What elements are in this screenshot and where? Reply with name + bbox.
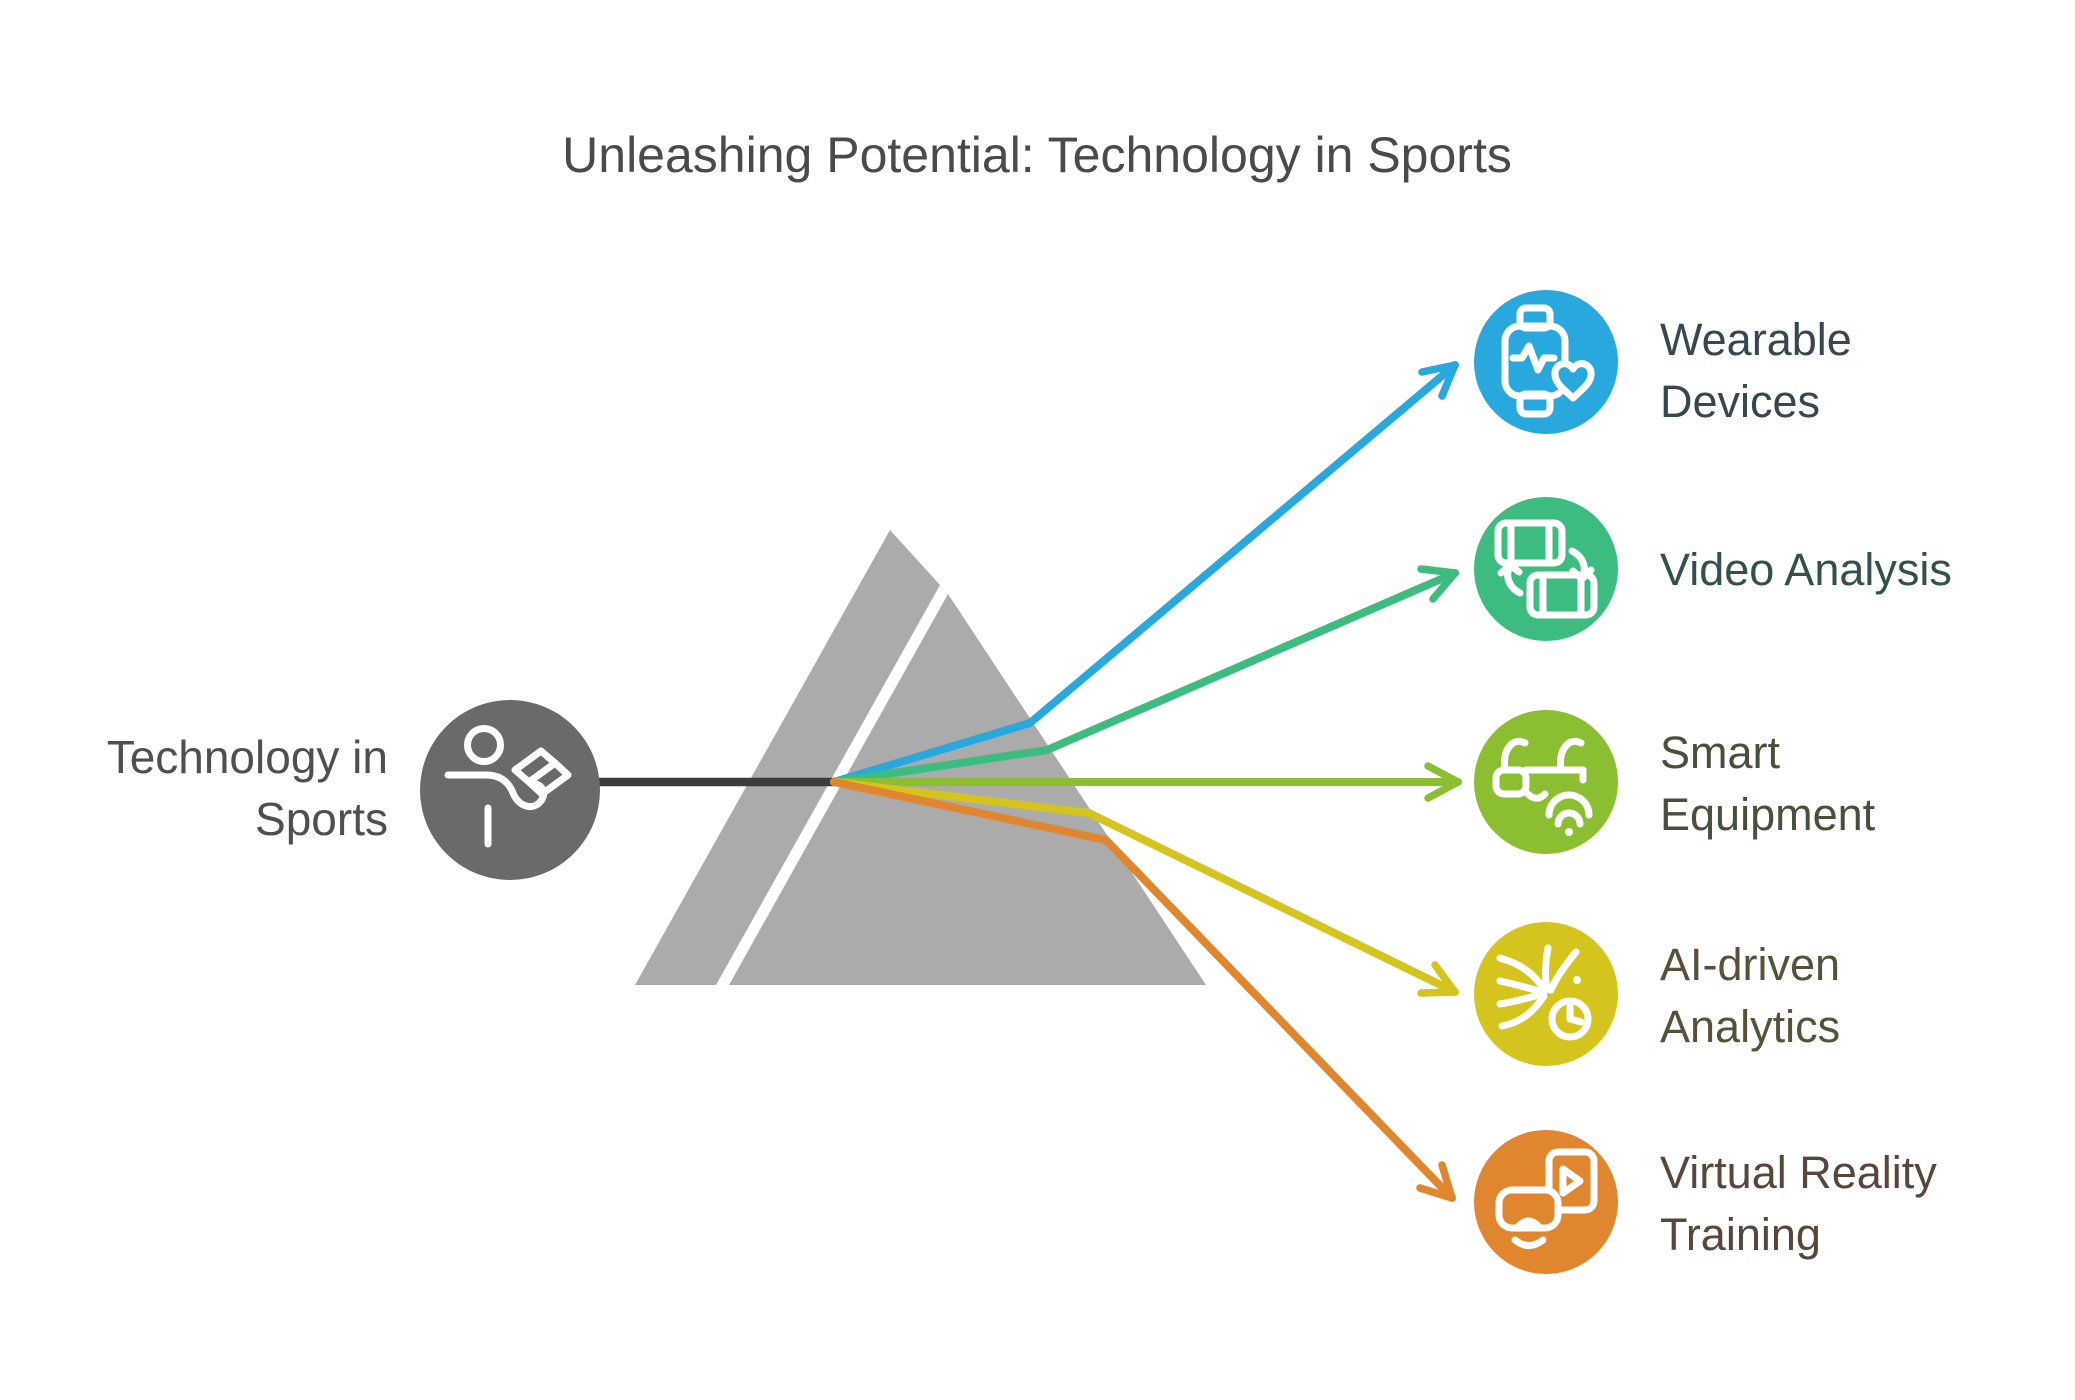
branch-label-wearable-line1: Wearable: [1660, 314, 1852, 365]
person-reading-icon: [444, 725, 572, 848]
arrowhead: [1416, 1161, 1456, 1202]
node-circle: [1474, 497, 1618, 641]
beam-virtual-reality-training: [830, 778, 1456, 1202]
branch-label-wearable-line2: Devices: [1660, 376, 1820, 427]
smartwatch-heart-icon: [1501, 304, 1595, 418]
arrowhead: [1417, 565, 1459, 603]
video-frames-sync-icon: [1494, 519, 1598, 619]
branch-label-vr-line2: Training: [1660, 1209, 1821, 1260]
node-wearable-devices: [1474, 290, 1618, 434]
arrowhead: [1424, 762, 1462, 802]
beam-smart-equipment: [830, 762, 1462, 802]
node-ai-driven-analytics: [1474, 922, 1618, 1066]
prism-right-face: [729, 594, 1206, 985]
arrowhead: [1417, 961, 1459, 997]
prism-left-face: [635, 530, 940, 985]
beam-line: [830, 361, 1459, 786]
source-label-line2: Sports: [255, 793, 388, 845]
node-smart-equipment: [1474, 710, 1618, 854]
vr-headset-play-icon: [1495, 1148, 1598, 1249]
branch-label-smart-line2: Equipment: [1660, 789, 1876, 840]
branch-label-video-line1: Video Analysis: [1660, 544, 1952, 595]
page-title: Unleashing Potential: Technology in Spor…: [562, 127, 1512, 183]
branch-label-ai-line1: AI-driven: [1660, 939, 1840, 990]
node-video-analysis: [1474, 497, 1618, 641]
beam-wearable-devices: [830, 361, 1459, 786]
smart-glasses-icon: [1492, 738, 1593, 836]
source-node: [420, 700, 600, 880]
arrowhead: [1418, 361, 1459, 400]
branch-label-vr-line1: Virtual Reality: [1660, 1147, 1937, 1198]
beam-ai-driven-analytics: [830, 778, 1459, 997]
beam-line: [830, 778, 1459, 996]
flow-clock-icon: [1496, 944, 1592, 1041]
source-label-line1: Technology in: [107, 731, 388, 783]
beam-line: [830, 569, 1459, 786]
beam-video-analysis: [830, 565, 1459, 786]
node-virtual-reality-training: [1474, 1130, 1618, 1274]
branch-label-smart-line1: Smart: [1660, 727, 1781, 778]
beam-line: [830, 778, 1456, 1202]
branch-label-ai-line2: Analytics: [1660, 1001, 1840, 1052]
